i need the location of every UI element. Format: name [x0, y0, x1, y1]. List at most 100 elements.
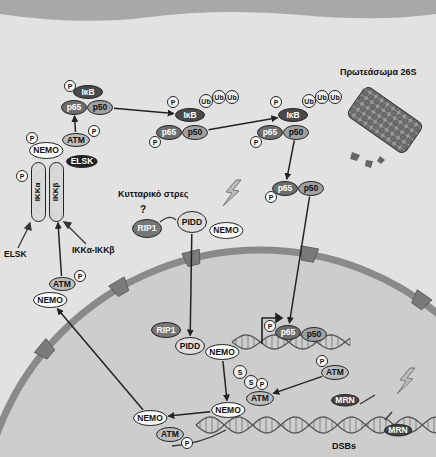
protein-name: NEMO: [209, 348, 235, 357]
protein-shape: ATM: [246, 391, 274, 406]
protein-name: S: [238, 369, 243, 376]
protein-name: p50: [93, 103, 108, 112]
protein-shape: IKKα: [31, 162, 46, 222]
protein-name: ELSK: [71, 157, 94, 166]
phospho-tag: P: [88, 125, 100, 137]
pathway-arrow: [223, 361, 227, 401]
protein-name: P: [274, 99, 279, 106]
protein-name: ATM: [161, 430, 179, 439]
phospho-tag: P: [181, 437, 193, 449]
protein-shape: NEMO: [133, 410, 168, 426]
pathway-arrow: [190, 234, 192, 336]
phospho-tag: P: [256, 378, 268, 390]
protein-name: IKKα: [34, 183, 42, 202]
protein-name: MRN: [388, 426, 407, 435]
protein-name: Ub: [304, 98, 313, 105]
sumo-tag: S: [244, 375, 258, 389]
protein-shape: RIP1: [151, 322, 181, 338]
ubiquitin-tag: Ub: [212, 90, 226, 104]
pathway-arrow: [57, 309, 143, 410]
ubiquitin-tag: Ub: [225, 90, 239, 104]
protein-name: MRN: [335, 396, 354, 405]
proteasome-label: Πρωτεάσωμα 26S: [340, 68, 417, 78]
protein-shape: ATM: [62, 133, 90, 147]
protein-name: p50: [307, 330, 322, 339]
protein-name: PIDD: [180, 342, 200, 351]
phospho-tag: P: [149, 136, 161, 148]
protein-name: p65: [278, 184, 293, 193]
nucleus: [0, 250, 436, 457]
protein-shape: IκB: [278, 108, 308, 122]
protein-shape: NEMO: [205, 344, 240, 360]
protein-name: ATM: [67, 136, 85, 145]
pathway-arrow: [58, 223, 62, 276]
protein-name: NEMO: [37, 296, 63, 305]
pathway-arrow: [114, 108, 174, 113]
protein-shape: PIDD: [175, 337, 205, 355]
protein-shape: p65: [272, 181, 298, 196]
stress-label: Κυτταρικό στρες: [118, 190, 189, 200]
protein-shape: p50: [283, 125, 309, 140]
protein-shape: MRN: [331, 394, 359, 407]
cell-membrane: [0, 0, 436, 21]
protein-shape: p50: [87, 100, 113, 115]
protein-shape: IKKβ: [49, 162, 64, 222]
protein-shape: IκB: [175, 108, 205, 122]
dna-helix: [196, 335, 436, 433]
protein-name: p65: [263, 128, 278, 137]
protein-name: Ub: [201, 98, 210, 105]
protein-shape: p50: [301, 327, 327, 342]
protein-name: IκB: [81, 88, 94, 97]
complex-label: IKKα-IKKβ: [72, 246, 115, 255]
protein-name: P: [20, 173, 25, 180]
protein-shape: PIDD: [177, 211, 207, 233]
protein-shape: ATM: [156, 427, 184, 442]
phospho-tag: P: [16, 170, 28, 182]
sumo-tag: S: [233, 365, 247, 379]
protein-shape: p65: [257, 125, 283, 140]
protein-name: P: [320, 358, 325, 365]
protein-name: P: [185, 440, 190, 447]
protein-name: P: [171, 99, 176, 106]
protein-shape: IκB: [73, 85, 103, 99]
phospho-tag: P: [316, 355, 328, 367]
ubiquitin-tag: Ub: [315, 90, 329, 104]
stress-lightning: [223, 180, 415, 394]
protein-name: p50: [188, 128, 203, 137]
protein-name: RIP1: [138, 224, 157, 233]
protein-name: IKKβ: [52, 183, 60, 202]
protein-shape: MRN: [384, 424, 412, 437]
nuclear-pores: [34, 246, 432, 362]
protein-name: P: [153, 139, 158, 146]
protein-name: p50: [289, 128, 304, 137]
protein-shape: p50: [298, 181, 324, 196]
protein-name: Ub: [330, 94, 339, 101]
protein-name: p65: [281, 328, 296, 337]
phospho-tag: P: [270, 96, 282, 108]
protein-shape: NEMO: [211, 402, 246, 418]
protein-name: S: [249, 379, 254, 386]
phospho-tag: P: [64, 80, 76, 92]
protein-name: P: [254, 139, 259, 146]
pathway-arrow: [289, 197, 309, 324]
protein-name: NEMO: [213, 226, 239, 235]
protein-name: NEMO: [215, 406, 241, 415]
pathway-arrow: [287, 140, 295, 179]
ubiquitin-tag: Ub: [302, 94, 316, 108]
protein-shape: p65: [61, 100, 87, 115]
protein-name: P: [268, 323, 273, 330]
pointer-arrows: [18, 217, 392, 446]
protein-name: P: [260, 381, 265, 388]
protein-shape: ATM: [321, 365, 349, 380]
pathway-arrow: [168, 412, 210, 416]
protein-shape: ATM: [49, 277, 76, 291]
protein-shape: NEMO: [33, 292, 68, 308]
protein-name: Ub: [317, 94, 326, 101]
ubiquitin-tag: Ub: [199, 94, 213, 108]
phospho-tag: P: [250, 136, 262, 148]
protein-name: p65: [162, 128, 177, 137]
protein-name: RIP1: [157, 326, 176, 335]
protein-name: p65: [67, 103, 82, 112]
protein-name: P: [269, 194, 274, 201]
protein-name: IκB: [286, 111, 299, 120]
